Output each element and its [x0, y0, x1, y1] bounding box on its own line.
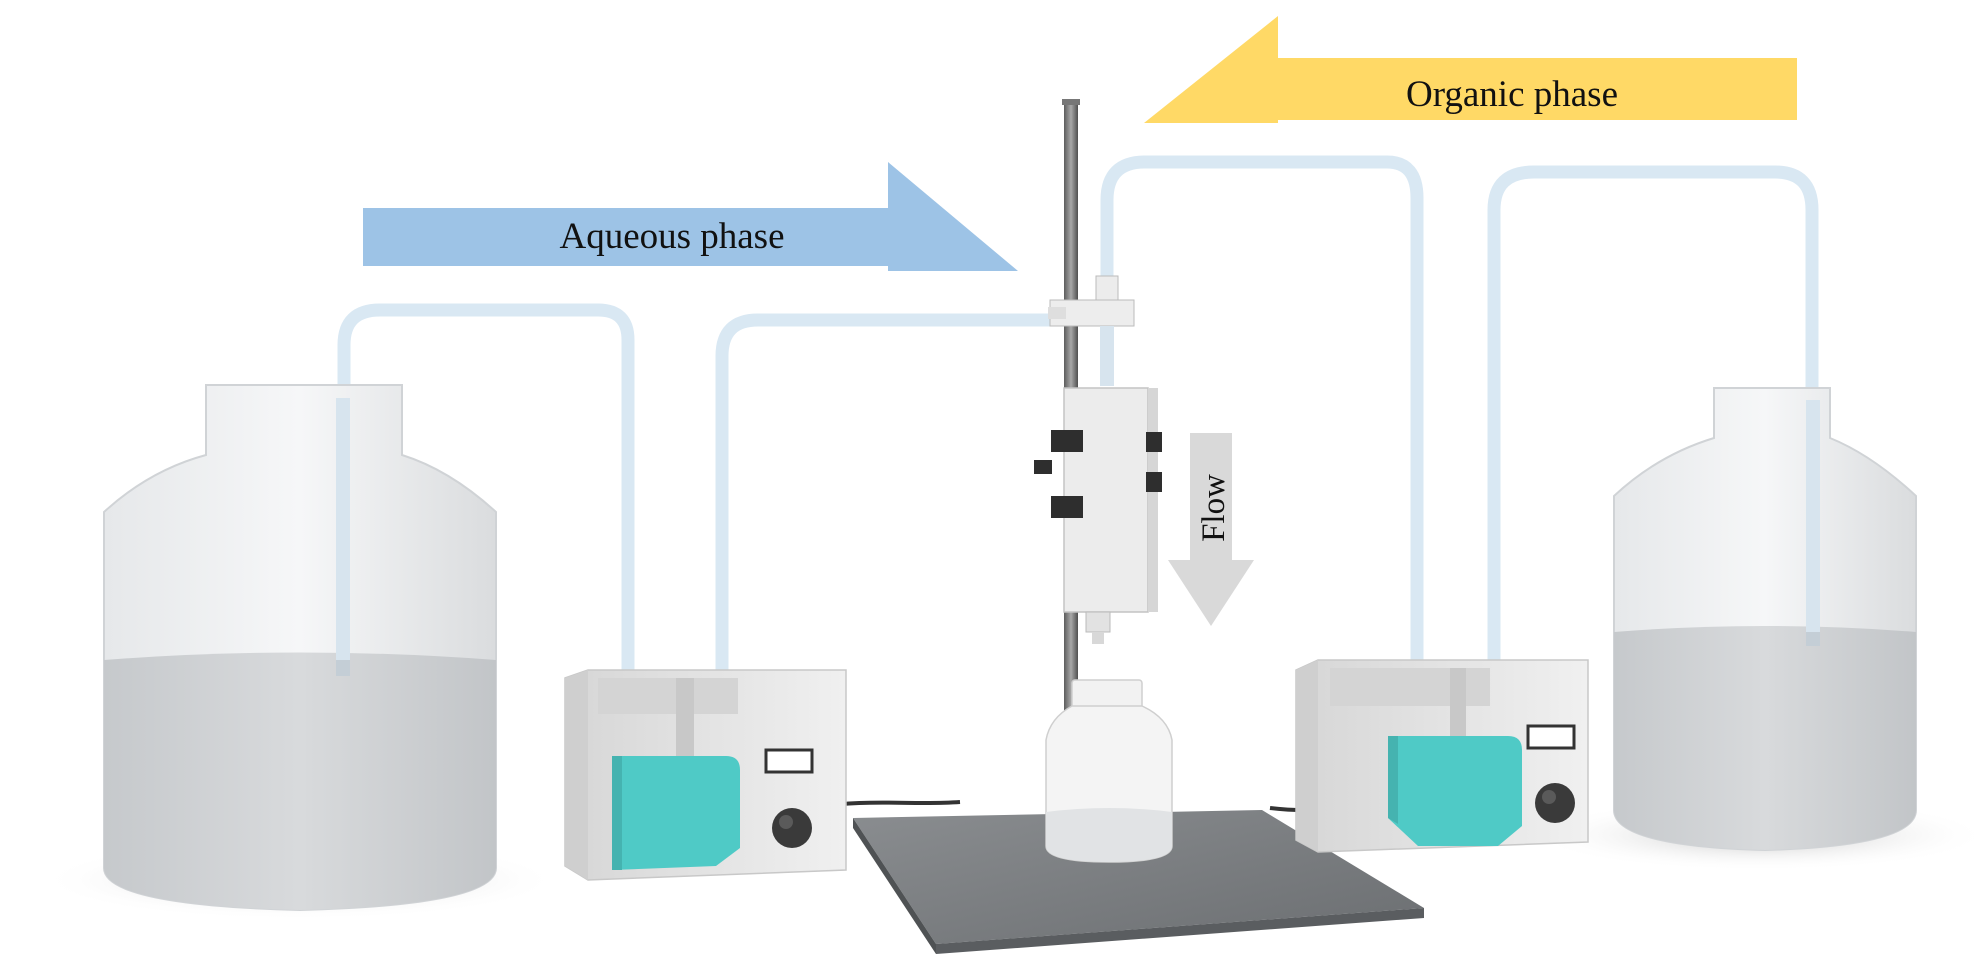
organic-phase-label: Organic phase	[1406, 74, 1618, 115]
aqueous-phase-arrow: Aqueous phase	[363, 162, 1018, 271]
base-plate	[853, 810, 1424, 954]
flow-arrow: Flow	[1168, 433, 1254, 626]
collection-bottle	[1045, 679, 1173, 863]
aqueous-phase-label: Aqueous phase	[559, 216, 784, 257]
tubing	[337, 155, 1819, 767]
flow-label: Flow	[1196, 474, 1232, 542]
right-pump-head	[1388, 736, 1522, 846]
left-pump-head	[612, 756, 740, 870]
right-peristaltic-pump	[1295, 659, 1589, 853]
organic-phase-arrow: Organic phase	[1144, 16, 1797, 123]
mixer-column	[1034, 275, 1162, 644]
left-peristaltic-pump	[564, 669, 847, 881]
left-reservoir	[103, 384, 497, 912]
right-reservoir	[1613, 387, 1917, 852]
